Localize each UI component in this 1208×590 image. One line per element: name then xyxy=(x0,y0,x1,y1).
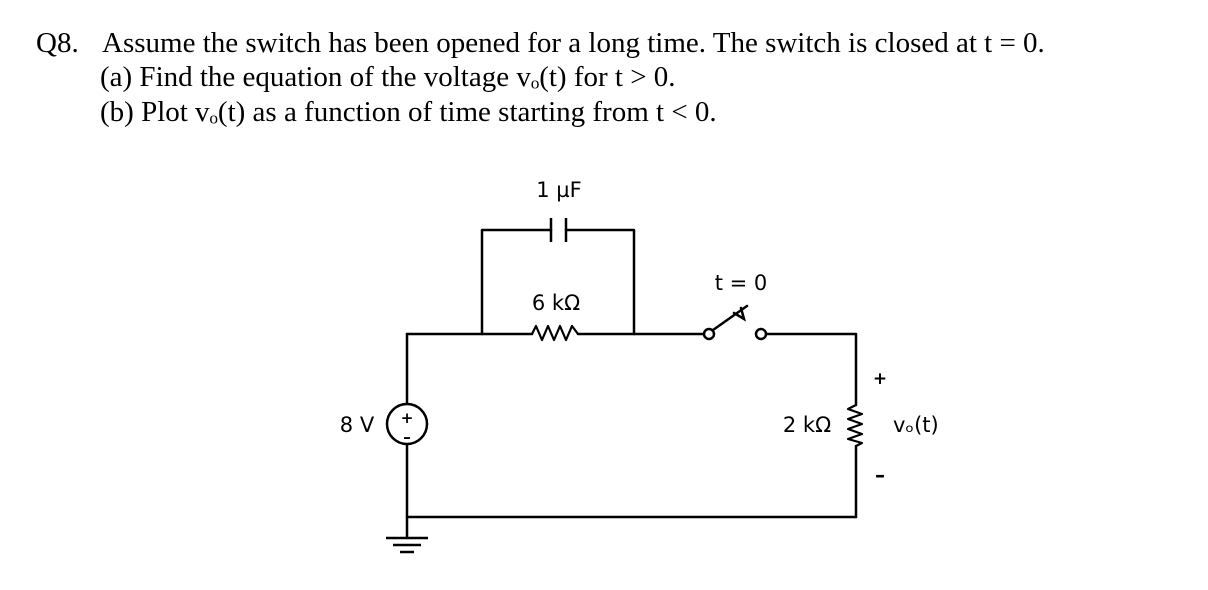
capacitor-label: 1 µF xyxy=(536,178,581,202)
source-minus-sign: – xyxy=(403,428,411,446)
output-minus-sign: – xyxy=(875,463,885,487)
wire-capacitor-branch xyxy=(480,228,636,336)
question-statement: Assume the switch has been opened for a … xyxy=(102,27,1045,59)
question-part-b: (b) Plot vₒ(t) as a function of time sta… xyxy=(100,96,717,128)
question-number: Q8. xyxy=(36,27,79,59)
wire-from-switch xyxy=(765,332,858,407)
output-voltage-label: vₒ(t) xyxy=(893,413,939,437)
question-block: Q8. Assume the switch has been opened fo… xyxy=(0,0,1208,140)
switch-label: t = 0 xyxy=(715,271,768,295)
output-plus-sign: + xyxy=(873,369,887,389)
voltage-source-8v xyxy=(385,402,429,446)
question-part-a: (a) Find the equation of the voltage vₒ(… xyxy=(100,61,676,93)
resistor-2k-label: 2 kΩ xyxy=(783,413,831,437)
ground-symbol xyxy=(386,536,428,554)
source-label: 8 V xyxy=(340,413,375,437)
source-plus-sign: + xyxy=(401,409,414,427)
capacitor-1uf xyxy=(549,218,568,242)
resistor-6k-label: 6 kΩ xyxy=(532,291,580,315)
resistor-6k xyxy=(531,324,579,342)
resistor-2k xyxy=(846,404,864,447)
switch xyxy=(702,304,768,341)
